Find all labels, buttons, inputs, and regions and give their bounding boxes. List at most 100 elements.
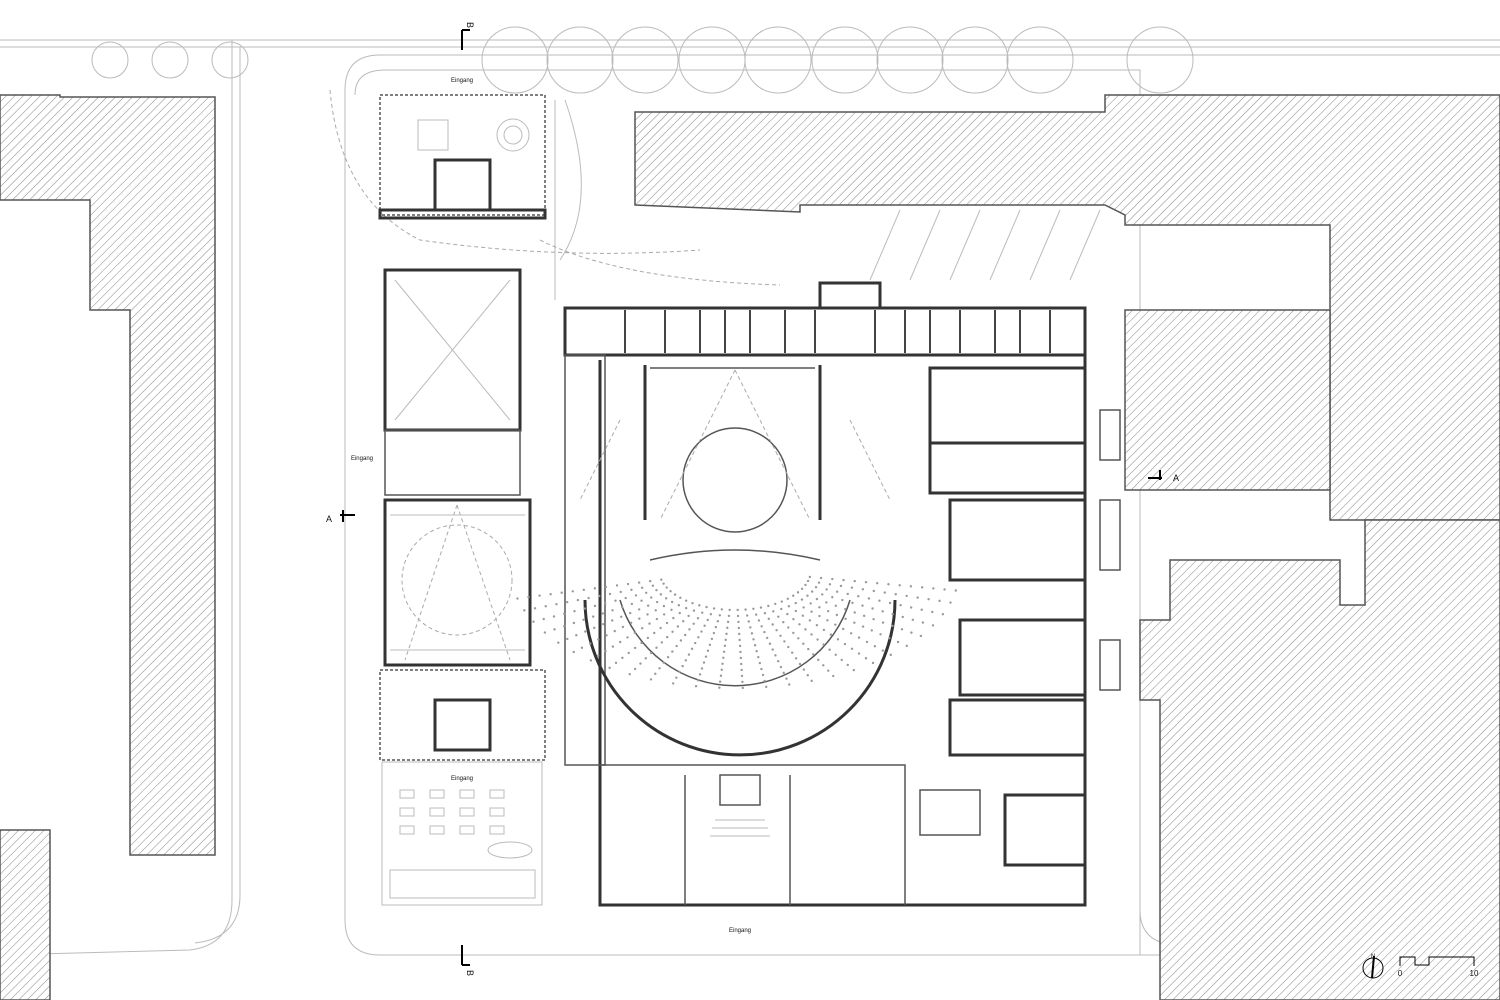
- seat: [523, 609, 526, 612]
- seat: [644, 657, 648, 660]
- seat: [659, 626, 662, 630]
- seat: [834, 653, 837, 657]
- seat: [658, 667, 661, 670]
- seat: [905, 594, 908, 598]
- section-marker-a-right: A: [1148, 470, 1179, 483]
- seat: [775, 628, 778, 632]
- seat: [665, 586, 668, 589]
- seat: [796, 591, 800, 594]
- seat: [702, 661, 706, 664]
- seat: [628, 611, 632, 615]
- seat: [611, 609, 614, 612]
- seat: [826, 609, 830, 613]
- seat: [563, 612, 566, 616]
- seat: [889, 653, 892, 657]
- seat: [708, 643, 712, 647]
- seat: [806, 594, 809, 597]
- courtyard: [329, 89, 1101, 300]
- seat: [659, 593, 663, 596]
- theatre-building: [516, 281, 1121, 907]
- seat: [662, 613, 666, 616]
- seat: [782, 671, 785, 675]
- seat: [626, 636, 629, 639]
- seat: [691, 601, 694, 605]
- garden-table: [429, 825, 445, 835]
- seat: [684, 659, 687, 662]
- street-lines: [0, 39, 1500, 956]
- seat: [678, 611, 681, 615]
- seat: [763, 679, 766, 683]
- seat: [703, 624, 706, 627]
- seat: [787, 645, 790, 649]
- seat: [687, 614, 690, 618]
- tree: [1006, 26, 1074, 94]
- seat: [888, 601, 892, 605]
- seat: [527, 595, 530, 599]
- seat: [806, 674, 809, 677]
- seat: [822, 643, 825, 646]
- seat: [737, 620, 740, 624]
- seat: [881, 621, 885, 624]
- seat: [927, 598, 930, 601]
- seat: [785, 677, 788, 680]
- seat: [780, 600, 783, 603]
- seat: [633, 631, 637, 635]
- seat: [722, 650, 726, 654]
- seat: [883, 591, 886, 594]
- seat: [718, 686, 721, 689]
- seat: [747, 620, 750, 623]
- neighbor-building-east: [1124, 309, 1331, 491]
- seat: [750, 632, 754, 635]
- seat: [777, 660, 780, 663]
- section-marker-b-top: B: [461, 22, 475, 50]
- seat: [850, 586, 854, 589]
- seat: [739, 650, 742, 654]
- seat: [871, 607, 874, 610]
- seat: [755, 650, 758, 653]
- seat: [543, 631, 547, 634]
- seat: [723, 644, 727, 648]
- seat: [792, 594, 795, 597]
- tree: [151, 41, 189, 79]
- seat: [849, 632, 853, 635]
- seat: [864, 657, 868, 660]
- seat: [662, 604, 666, 608]
- seat: [639, 662, 642, 665]
- seat: [774, 602, 777, 606]
- seat: [576, 598, 580, 602]
- seat: [718, 680, 722, 683]
- seat: [737, 626, 741, 630]
- seat: [649, 651, 653, 655]
- seat: [810, 610, 813, 613]
- seat: [697, 636, 700, 639]
- seat: [911, 618, 915, 621]
- seat: [879, 633, 882, 636]
- seat: [679, 639, 683, 642]
- seat: [765, 685, 768, 689]
- seat: [684, 606, 688, 610]
- seat: [618, 640, 622, 644]
- seat: [670, 608, 673, 612]
- seat: [831, 577, 834, 581]
- seat: [873, 645, 877, 648]
- seat: [852, 668, 856, 672]
- seat: [640, 599, 643, 602]
- seat: [808, 575, 812, 579]
- entrance-label-west: Eingang: [351, 456, 373, 462]
- seat: [846, 663, 849, 667]
- seat: [721, 662, 724, 665]
- seat: [552, 615, 556, 618]
- seat: [700, 667, 704, 670]
- seat: [572, 621, 576, 625]
- seat: [582, 588, 586, 592]
- svg-text:A: A: [1173, 473, 1179, 483]
- seat: [812, 653, 815, 656]
- seat: [900, 628, 904, 631]
- seat: [544, 605, 547, 608]
- entrance-label-main: Eingang: [729, 928, 751, 934]
- seat: [608, 592, 612, 596]
- seat: [671, 650, 674, 653]
- garden-table: [459, 807, 475, 817]
- seat: [532, 620, 535, 623]
- seat: [765, 636, 769, 640]
